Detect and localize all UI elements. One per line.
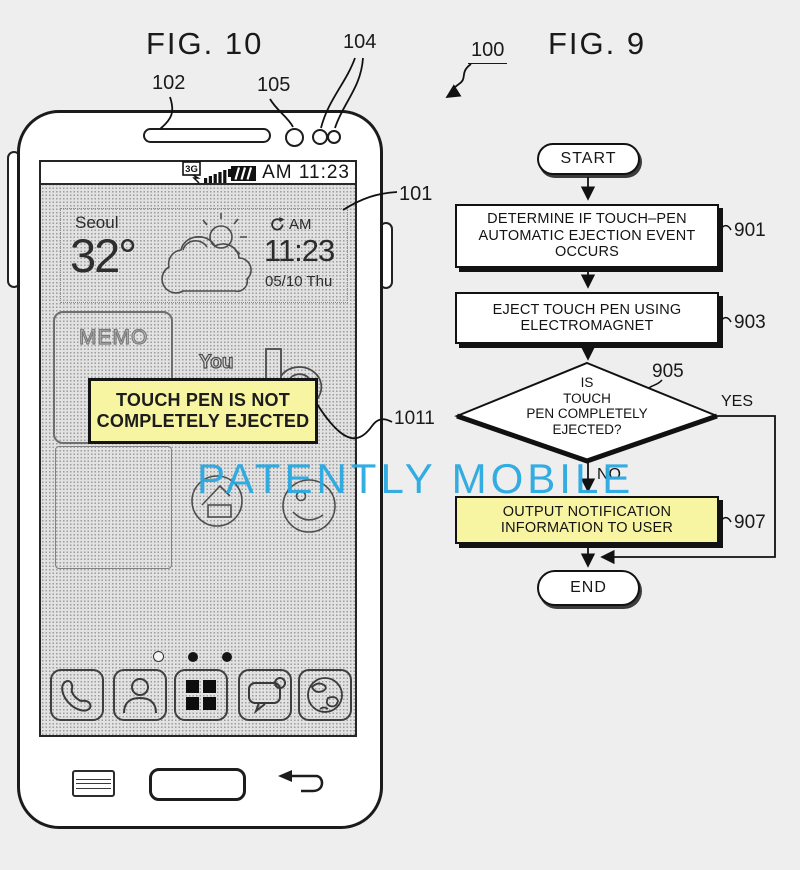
watermark: PATENTLY MOBILE [197,455,635,502]
page-dot [222,652,232,662]
page-dot-inactive [153,651,164,662]
dock-contacts-app [113,669,167,721]
share-home-icon [191,475,243,527]
ref-100: 100 [468,39,508,64]
ref-102: 102 [152,72,186,94]
ref-901: 901 [734,220,766,241]
status-bar: 3G AM 11:23 [41,161,355,185]
weather-city: Seoul [75,213,119,232]
page-dot-active [188,652,198,662]
flow-start-node: START [537,143,640,175]
memo-label: MEMO [78,325,149,349]
weather-temp: 32° [70,229,137,282]
end-label: END [570,579,607,596]
notification-callout: TOUCH PEN IS NOT COMPLETELY EJECTED [88,378,318,444]
widget-placeholder [55,446,172,569]
clock-meridiem: AM [289,216,312,233]
cloud-sun-icon [161,213,252,294]
weather-widget [60,208,348,303]
ref-903: 903 [734,312,766,333]
phone-screen: 3G AM 11:23 Seoul 32° [39,160,357,737]
callout-line2: COMPLETELY EJECTED [96,411,310,431]
ref-907: 907 [734,512,766,533]
step907-line2: INFORMATION TO USER [500,520,674,536]
step903-line2: ELECTROMAGNET [520,318,654,334]
clock-time: 11:23 [264,233,335,268]
yes-branch-label: YES [721,393,754,410]
status-icons: 3G [182,161,257,184]
flow-step-903: EJECT TOUCH PEN USING ELECTROMAGNET [455,292,719,344]
flow-step-907: OUTPUT NOTIFICATION INFORMATION TO USER [455,496,719,544]
light-sensor [327,130,341,144]
flow-decision-905-text: IS TOUCH PEN COMPLETELY EJECTED? [497,375,677,437]
ref-1011: 1011 [394,408,435,429]
dock-browser-app [298,669,352,721]
flow-step-901: DETERMINE IF TOUCH–PEN AUTOMATIC EJECTIO… [455,204,719,268]
dock-phone-app [50,669,104,721]
status-time: AM 11:23 [262,161,350,183]
refresh-icon [271,217,285,231]
step901-line3: OCCURS [554,244,620,261]
fig10-title: FIG. 10 [146,26,264,61]
menu-key [72,770,115,797]
dock-apps-grid [174,669,228,721]
chat-bubble-icon [248,677,286,714]
ref-105: 105 [257,74,291,96]
clock-face-icon [282,479,336,533]
ref-101: 101 [399,183,433,205]
step905-line2: TOUCH [563,390,611,406]
step905-line3: PEN COMPLETELY [526,406,648,421]
globe-icon [307,677,343,713]
fig9-title: FIG. 9 [548,26,647,61]
step905-line1: IS [580,375,594,390]
callout-line1: TOUCH PEN IS NOT [116,390,290,410]
ref-905: 905 [652,361,684,382]
step901-line2: AUTOMATIC EJECTION EVENT [478,227,696,244]
ref-104: 104 [343,31,377,53]
clock-date: 05/10 Thu [265,273,333,290]
earpiece-speaker [143,128,271,143]
step907-line1: OUTPUT NOTIFICATION [502,503,672,520]
step901-line1: DETERMINE IF TOUCH–PEN [487,211,687,228]
you-label: You [198,351,234,373]
front-camera [285,128,304,147]
apps-grid-icon [186,680,216,710]
home-key [149,768,246,801]
contacts-icon [123,678,157,714]
proximity-sensor [312,129,328,145]
network-badge-text: 3G [185,164,198,175]
flow-end-node: END [537,570,640,606]
phone-icon [61,680,92,712]
back-key-icon [278,770,324,793]
clock-widget-header: AM [269,216,312,233]
step905-line4: EJECTED? [552,421,622,437]
step903-line1: EJECT TOUCH PEN USING [492,301,682,318]
start-label: START [560,150,617,167]
dock-messages-app [238,669,292,721]
